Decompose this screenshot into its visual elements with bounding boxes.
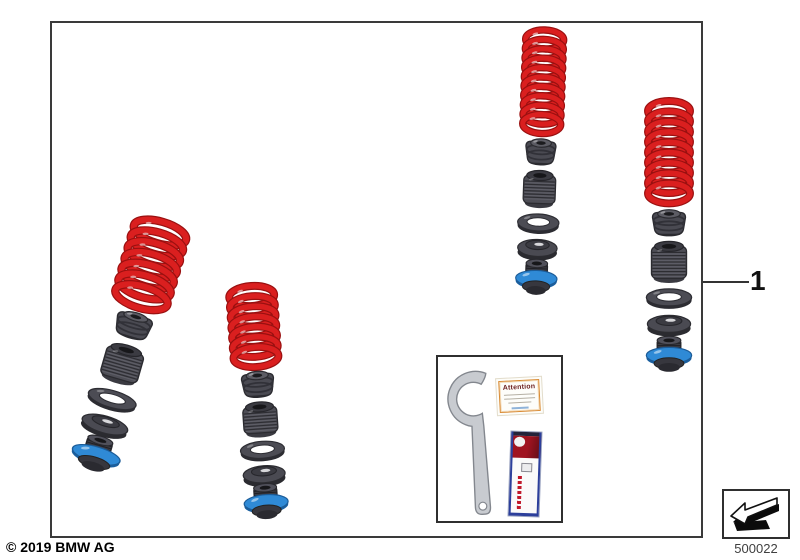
diagram-id-text: 500022: [734, 541, 778, 556]
tube-edge: [508, 431, 514, 516]
bump-stop: [240, 370, 275, 399]
attention-text-line: [504, 397, 535, 400]
dust-boot: [650, 240, 688, 283]
bump-stop: [525, 138, 557, 166]
spring-assembly-2: [225, 281, 289, 520]
dust-boot: [242, 401, 279, 438]
spring-adjuster-collar: [515, 258, 558, 295]
spring-seat-ring: [239, 440, 286, 462]
spring-assembly-3: [515, 26, 568, 295]
coil-spring: [644, 97, 694, 208]
adjuster-seat-cup: [80, 413, 129, 439]
tube-logo: [521, 462, 533, 473]
spring-seat-ring: [87, 387, 137, 413]
dust-boot: [522, 169, 557, 209]
spring-adjuster-collar: [645, 335, 693, 372]
diagram-frame: [50, 21, 703, 538]
callout-leader-line: [703, 281, 749, 283]
coil-spring: [225, 281, 283, 372]
attention-card: Attention: [495, 375, 544, 417]
spring-assembly-4: [644, 97, 694, 372]
attention-text-line: [508, 401, 532, 404]
adjuster-seat-cup: [517, 238, 558, 261]
stamp-box: [722, 489, 790, 539]
tube-bottom-band: [508, 512, 539, 517]
attention-text-line: [504, 393, 535, 396]
spring-adjuster-collar: [243, 482, 289, 520]
dust-boot: [100, 342, 145, 386]
copyright-text: © 2019 BMW AG: [6, 539, 115, 555]
tools-inset-box: Attention: [436, 355, 563, 523]
part-callout-1[interactable]: 1: [703, 262, 773, 302]
hook-wrench-body: [447, 370, 492, 516]
direction-arrow-icon: [730, 497, 779, 531]
wrench-hang-hole: [478, 501, 488, 511]
adjuster-seat-cup: [242, 465, 286, 487]
coil-spring: [111, 215, 191, 315]
adjuster-seat-cup: [646, 314, 692, 337]
coil-spring: [519, 26, 568, 138]
spring-seat-ring: [645, 288, 693, 309]
spring-assembly-1: [71, 215, 191, 472]
bump-stop: [115, 310, 153, 341]
spring-adjuster-collar: [71, 434, 121, 472]
attention-card-border: Attention: [498, 378, 541, 414]
bump-stop: [651, 209, 687, 237]
tube-vertical-text: [516, 475, 522, 510]
threadlocker-tube: [507, 430, 543, 518]
attention-title: Attention: [502, 383, 536, 392]
part-number-label: 1: [750, 265, 766, 296]
hook-wrench-illustration: [447, 370, 492, 516]
attention-footer-mark: [511, 406, 529, 410]
spring-seat-ring: [517, 213, 560, 235]
